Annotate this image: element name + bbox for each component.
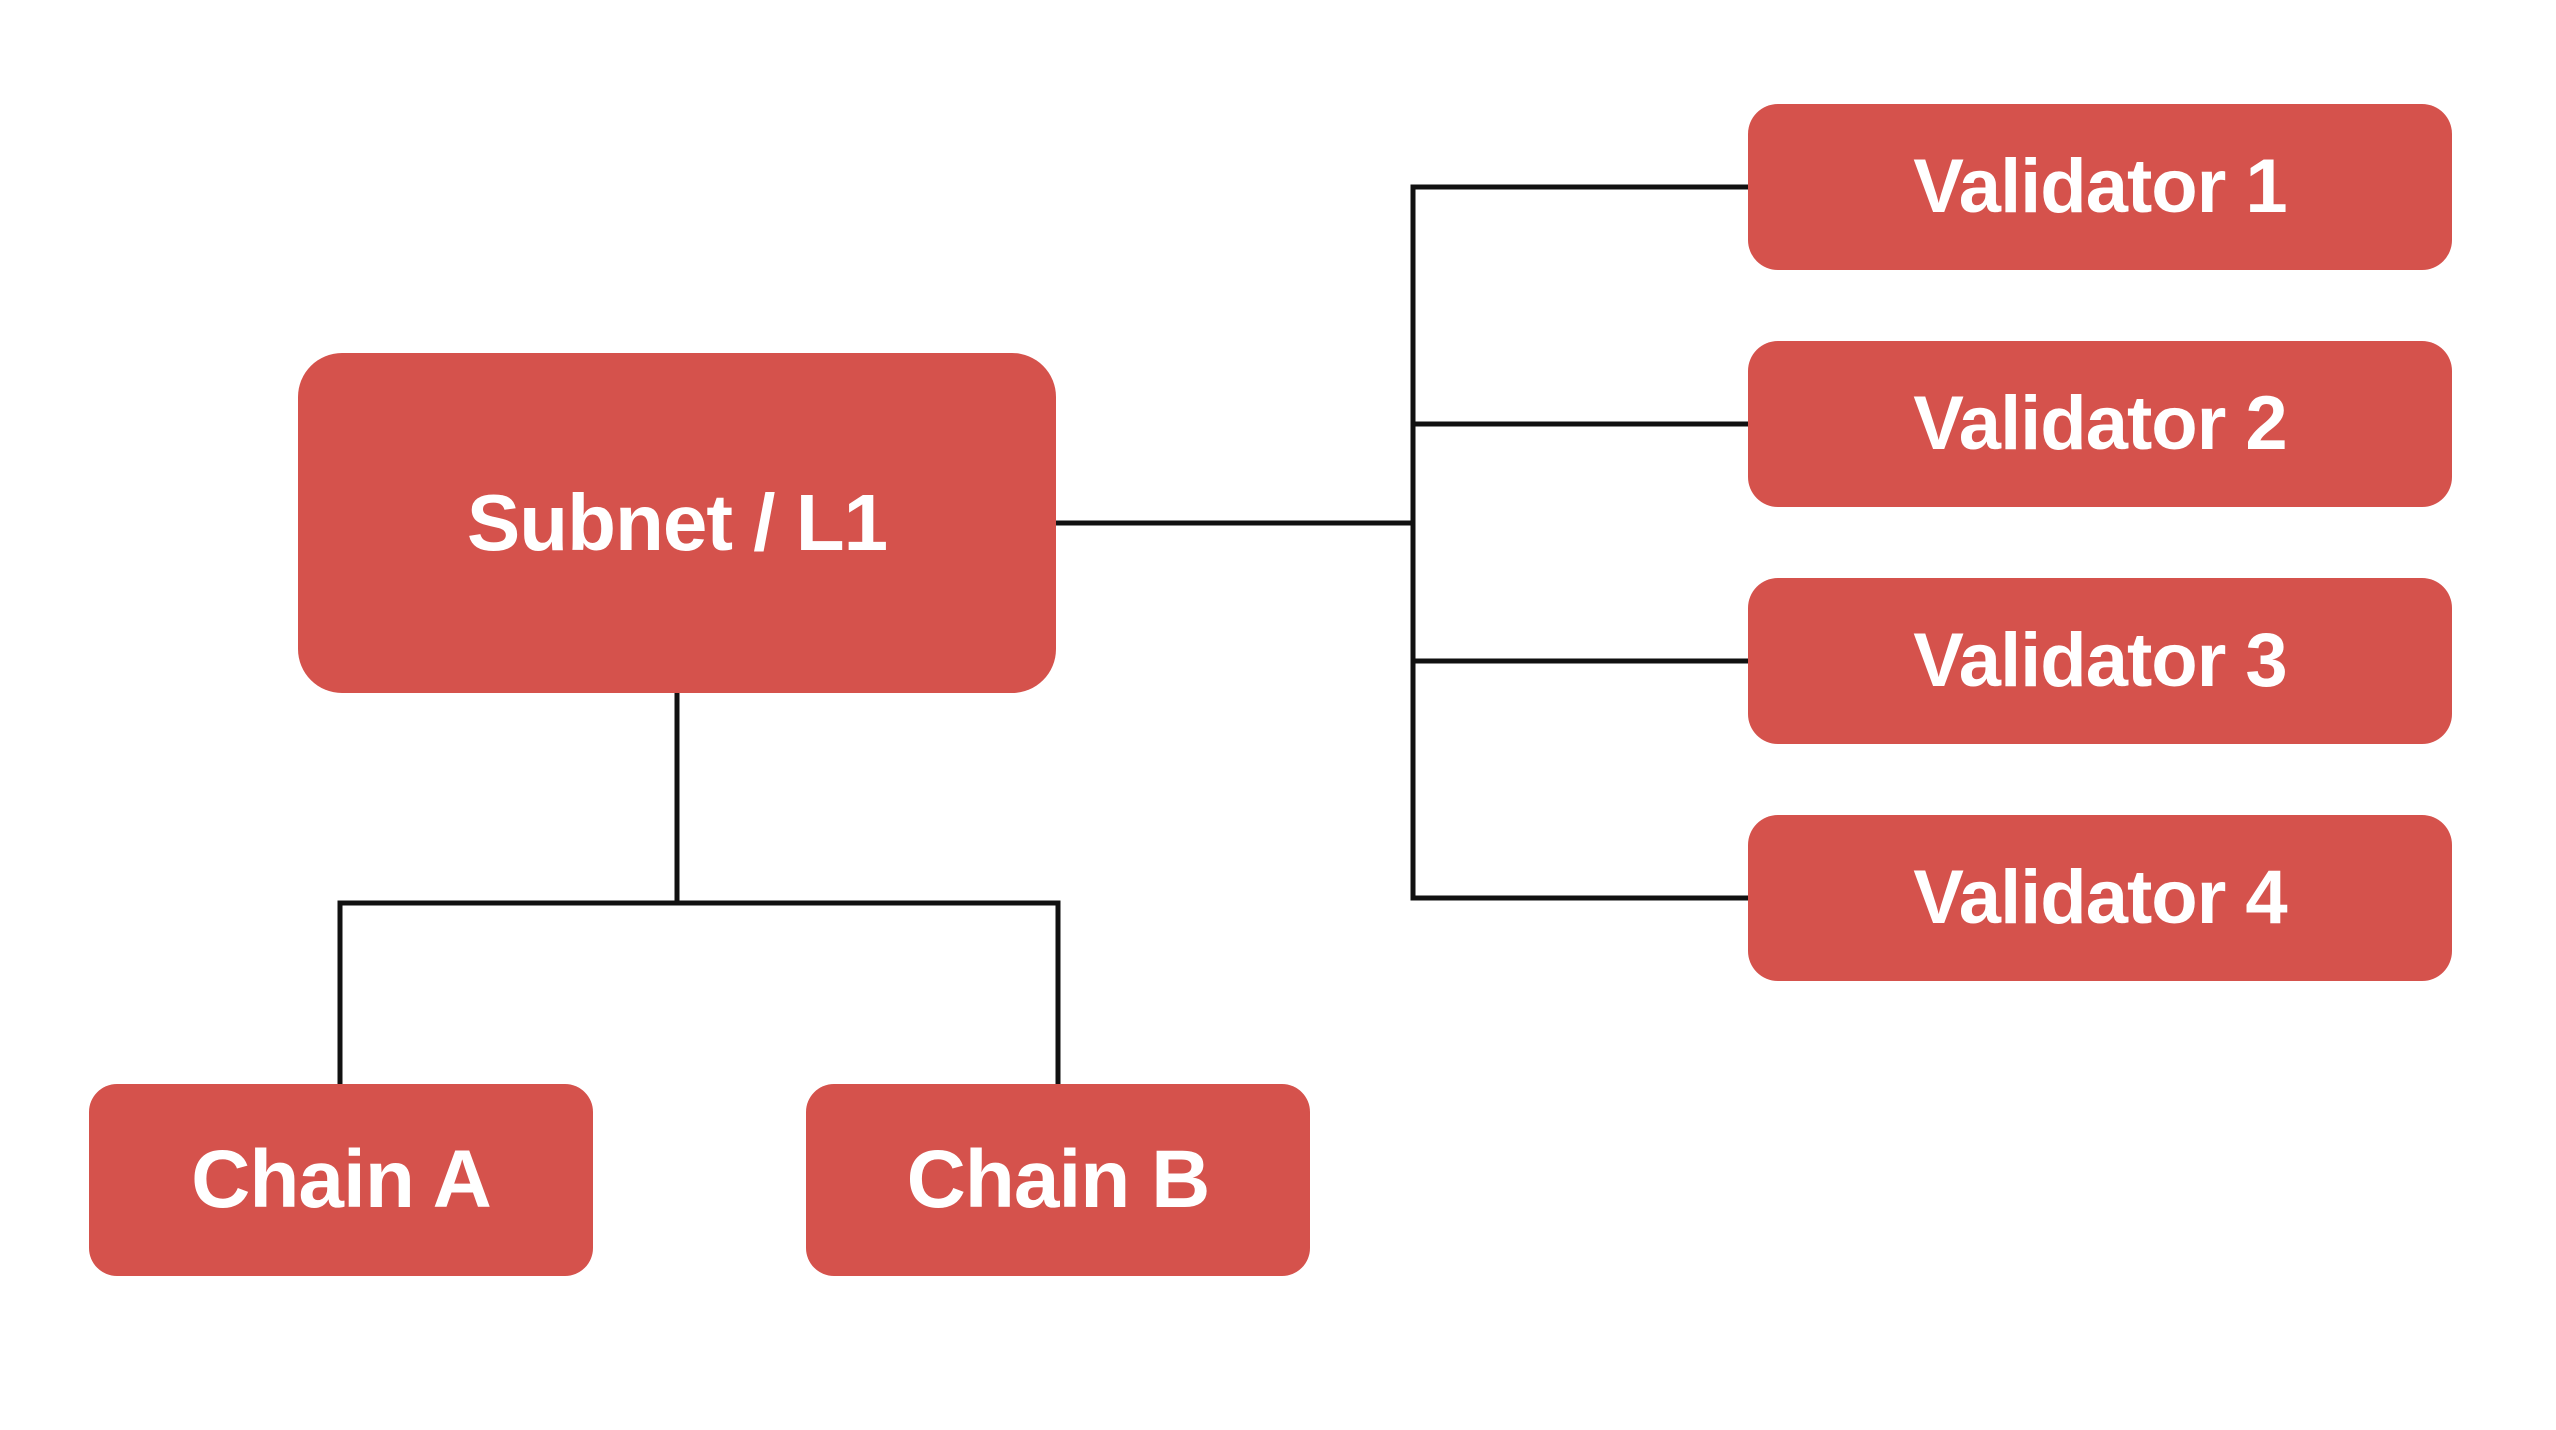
- validator-2-label: Validator 2: [1913, 381, 2287, 466]
- connector-validator-trunk: [1410, 184, 1748, 901]
- validator-1-node: Validator 1: [1748, 104, 2452, 270]
- validator-2-node: Validator 2: [1748, 341, 2452, 507]
- chain-a-label: Chain A: [191, 1134, 492, 1225]
- validator-3-label: Validator 3: [1913, 618, 2287, 703]
- chain-b-node: Chain B: [806, 1084, 1310, 1276]
- validator-3-node: Validator 3: [1748, 578, 2452, 744]
- subnet-l1-label: Subnet / L1: [466, 478, 888, 567]
- validator-4-node: Validator 4: [1748, 815, 2452, 981]
- connector-chain-bus: [337, 900, 1061, 1084]
- chain-b-label: Chain B: [906, 1134, 1211, 1225]
- subnet-l1-node: Subnet / L1: [298, 353, 1056, 693]
- chain-a-node: Chain A: [89, 1084, 593, 1276]
- validator-4-label: Validator 4: [1913, 855, 2287, 940]
- validator-1-label: Validator 1: [1913, 144, 2287, 229]
